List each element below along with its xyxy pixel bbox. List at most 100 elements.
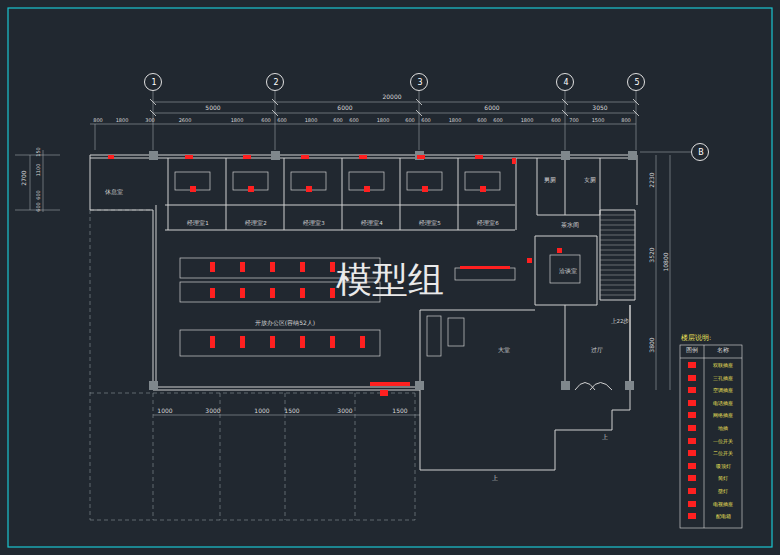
axis-number: B bbox=[698, 149, 704, 157]
room-area: 经理室5 bbox=[400, 158, 458, 230]
room-name: 大堂 bbox=[498, 347, 510, 353]
legend-swatch bbox=[688, 412, 696, 418]
legend-text: 电话插座 bbox=[713, 400, 733, 405]
room-name: 过厅 bbox=[591, 347, 603, 353]
room-area: 经理室1 bbox=[168, 158, 226, 230]
room-name: 开放办公区(容纳52人) bbox=[255, 320, 315, 326]
dimension: 1800 bbox=[449, 118, 462, 123]
legend-text: 一位开关 bbox=[713, 438, 733, 443]
dimension: 800 bbox=[93, 118, 103, 123]
axis-bubble: 2 bbox=[266, 73, 284, 91]
room-name: 茶水间 bbox=[561, 222, 579, 228]
room-name: 经理室6 bbox=[477, 221, 499, 227]
dimension: 600 bbox=[261, 118, 271, 123]
dimension: 1500 bbox=[592, 118, 605, 123]
room-name: 经理室5 bbox=[419, 221, 441, 227]
dimension: 2600 bbox=[179, 118, 192, 123]
room-name: 休息室 bbox=[105, 189, 123, 195]
legend-text: 配电箱 bbox=[716, 514, 731, 519]
axis-number: 3 bbox=[417, 79, 422, 87]
dimension: 600 bbox=[405, 118, 415, 123]
watermark: 模型组 bbox=[336, 262, 444, 298]
legend-swatch bbox=[688, 387, 696, 393]
room-area: 开放办公区(容纳52人) bbox=[160, 236, 415, 384]
dimension: 1800 bbox=[231, 118, 244, 123]
dimension: 1000 bbox=[254, 408, 269, 414]
axis-bubble: B bbox=[691, 143, 709, 161]
dimension: 150 bbox=[36, 147, 41, 157]
dimension: 600 bbox=[421, 118, 431, 123]
room-area: 经理室6 bbox=[458, 158, 516, 230]
stair-note: 上 bbox=[492, 475, 498, 481]
room-name: 女厕 bbox=[584, 177, 596, 183]
legend-text: 二位开关 bbox=[713, 451, 733, 456]
dimension: 1800 bbox=[521, 118, 534, 123]
room-name: 经理室4 bbox=[361, 221, 383, 227]
room-name: 经理室1 bbox=[187, 221, 209, 227]
axis-number: 2 bbox=[273, 79, 278, 87]
dimension: 600 bbox=[277, 118, 287, 123]
dimension: 2700 bbox=[21, 170, 27, 185]
dimension: 600 bbox=[36, 190, 41, 200]
axis-number: 1 bbox=[151, 79, 156, 87]
room-area: 女厕 bbox=[570, 160, 630, 208]
axis-bubble: 3 bbox=[410, 73, 428, 91]
legend-text: 吸顶灯 bbox=[716, 463, 731, 468]
legend-text: 空调插座 bbox=[713, 388, 733, 393]
dimension: 5000 bbox=[205, 105, 220, 111]
dimension: 1800 bbox=[377, 118, 390, 123]
dimension: 1000 bbox=[157, 408, 172, 414]
legend-text: 双联插座 bbox=[713, 363, 733, 368]
room-area: 休息室 bbox=[92, 160, 152, 208]
dimension: 600 bbox=[349, 118, 359, 123]
legend-swatch bbox=[688, 425, 696, 431]
legend-swatch bbox=[688, 400, 696, 406]
dimension: 300 bbox=[145, 118, 155, 123]
room-area: 茶水间 bbox=[540, 216, 598, 234]
dimension: 600 bbox=[36, 202, 41, 212]
room-name: 男厕 bbox=[544, 177, 556, 183]
dimension: 3520 bbox=[649, 247, 655, 262]
legend-title: 楼层说明: bbox=[681, 335, 711, 342]
legend-text: 壁灯 bbox=[718, 489, 728, 494]
dimension: 600 bbox=[477, 118, 487, 123]
dimension: 3800 bbox=[649, 337, 655, 352]
room-area: 洽谈室 bbox=[537, 238, 595, 303]
dimension: 6000 bbox=[337, 105, 352, 111]
table-header: 图例 bbox=[686, 348, 698, 354]
stair-note: 上22步 bbox=[611, 319, 630, 325]
dimension: 2230 bbox=[649, 172, 655, 187]
room-area: 经理室3 bbox=[284, 158, 342, 230]
legend-swatch bbox=[688, 513, 696, 519]
legend-swatch bbox=[688, 475, 696, 481]
dimension: 1500 bbox=[284, 408, 299, 414]
legend-text: 地插 bbox=[718, 426, 728, 431]
dimension: 600 bbox=[333, 118, 343, 123]
legend-swatch bbox=[688, 450, 696, 456]
dimension: 1800 bbox=[305, 118, 318, 123]
legend-swatch bbox=[688, 501, 696, 507]
dimension: 1800 bbox=[116, 118, 129, 123]
room-name: 经理室2 bbox=[245, 221, 267, 227]
legend-text: 网络插座 bbox=[713, 413, 733, 418]
dimension: 600 bbox=[551, 118, 561, 123]
dimension: 1100 bbox=[36, 164, 41, 177]
dimension: 3050 bbox=[592, 105, 607, 111]
axis-number: 4 bbox=[563, 79, 568, 87]
dimension: 1500 bbox=[392, 408, 407, 414]
room-area: 经理室4 bbox=[342, 158, 400, 230]
room-name: 洽谈室 bbox=[559, 268, 577, 274]
dimension: 600 bbox=[493, 118, 503, 123]
dimension: 700 bbox=[569, 118, 579, 123]
axis-number: 5 bbox=[634, 79, 639, 87]
legend-swatch bbox=[688, 463, 696, 469]
dimension: 3000 bbox=[337, 408, 352, 414]
axis-bubble: 1 bbox=[144, 73, 162, 91]
dimension: 6000 bbox=[484, 105, 499, 111]
legend-text: 三孔插座 bbox=[713, 375, 733, 380]
legend-swatch bbox=[688, 438, 696, 444]
room-name: 经理室3 bbox=[303, 221, 325, 227]
room-area: 大堂 bbox=[424, 312, 562, 387]
axis-bubble: 5 bbox=[627, 73, 645, 91]
table-header: 名称 bbox=[717, 348, 729, 354]
